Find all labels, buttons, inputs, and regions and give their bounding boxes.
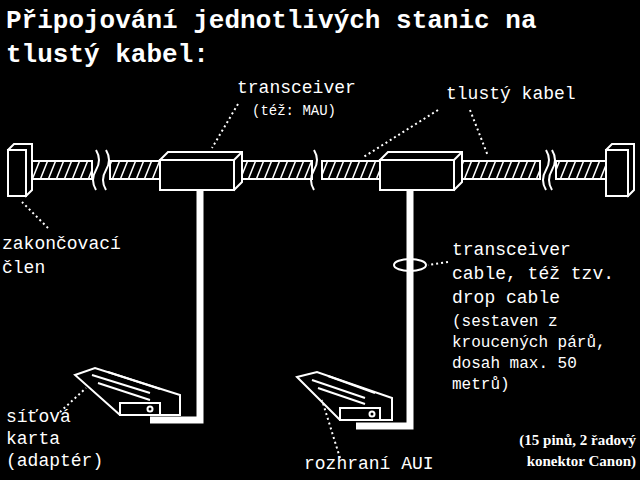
note: (sestaven z kroucených párů, dosah max. …: [452, 312, 638, 396]
part-label: tlustý kabel: [446, 84, 576, 104]
thick-cable: [30, 161, 606, 179]
part-label: (též: MAU): [252, 103, 336, 119]
part-label: zakončovací člen: [2, 232, 142, 280]
part-label: transceiver: [237, 78, 356, 98]
transceiver-box: [160, 152, 462, 190]
title: Připojování jednotlivých stanic na tlust…: [6, 4, 632, 72]
note: (15 pinů, 2 řadový konektor Canon): [458, 430, 636, 472]
network-card: [75, 368, 392, 420]
part-label: rozhraní AUI: [304, 454, 434, 474]
part-label: transceiver cable, též tzv. drop cable: [452, 238, 638, 310]
terminator: [8, 144, 634, 196]
cable-break: [93, 150, 555, 190]
drop-cable: [150, 190, 410, 426]
leader-line: [22, 104, 488, 458]
part-label: síťová karta (adaptér): [6, 406, 126, 472]
cable-marker: [394, 259, 426, 271]
